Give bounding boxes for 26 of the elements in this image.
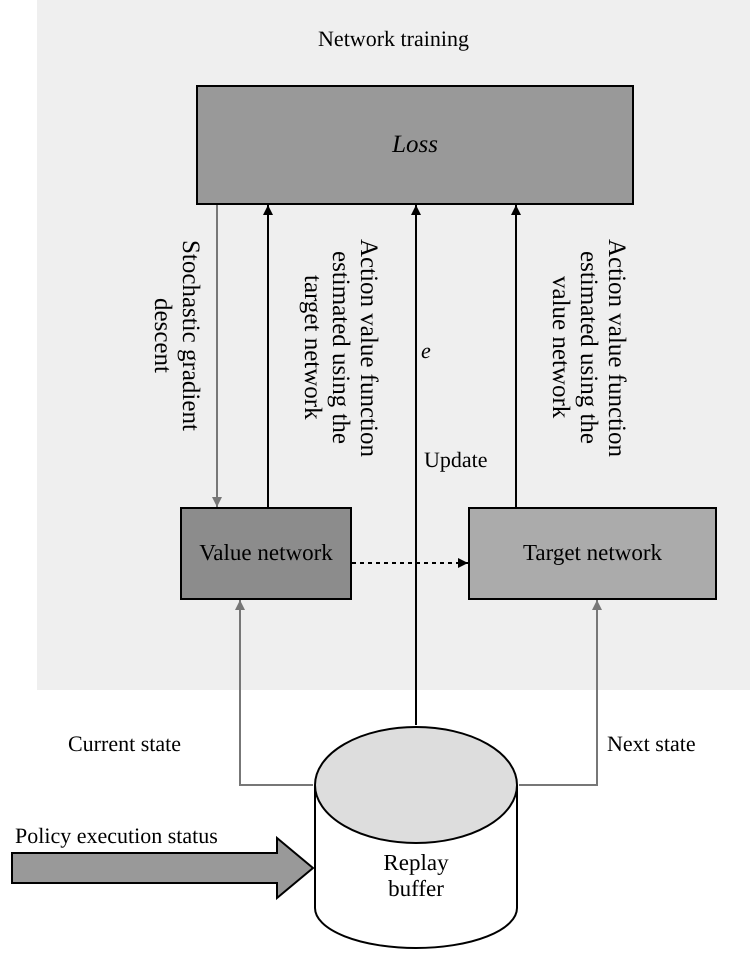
node-label: Loss	[392, 130, 438, 160]
text-label: Update	[424, 446, 488, 474]
arrow	[519, 600, 602, 786]
edge-label: Next state	[607, 730, 696, 758]
arrow	[263, 205, 273, 507]
node-label: Network training	[317, 25, 470, 53]
edge-label: Stochastic gradient descent	[148, 239, 204, 433]
loss-box	[196, 85, 634, 205]
edge-label: Action value function estimated using the target network	[298, 238, 382, 459]
block-arrow	[11, 836, 315, 900]
process-box	[180, 507, 352, 600]
node-label: Replay buffer	[382, 850, 450, 902]
node-label: Target network	[522, 539, 662, 568]
arrow	[235, 600, 313, 786]
node-label: Value network	[199, 539, 333, 568]
arrow	[212, 205, 222, 507]
text-label: e	[421, 337, 431, 365]
edge-label: Policy execution status	[15, 822, 218, 850]
process-box	[468, 507, 717, 600]
edge-label: Current state	[68, 730, 182, 758]
database-cylinder	[313, 725, 519, 950]
edge-label: Action value function estimated using the value network	[546, 238, 630, 459]
arrow	[411, 205, 421, 725]
arrow	[511, 205, 521, 507]
arrow	[352, 558, 468, 568]
training-panel	[37, 0, 750, 690]
